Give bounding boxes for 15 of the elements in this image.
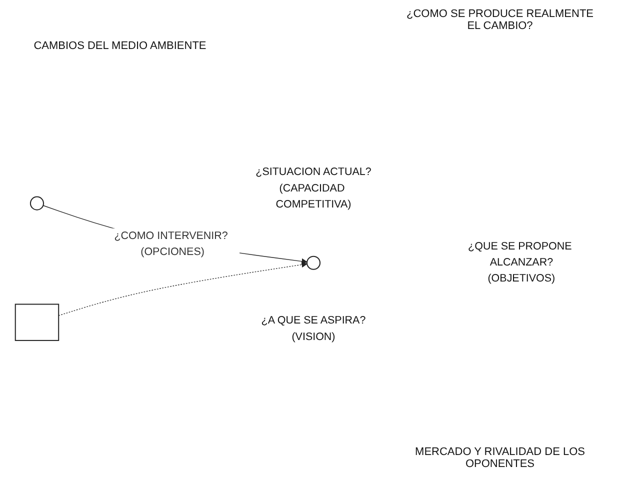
note-text: MERCADO Y RIVALIDAD DE LOS OPONENTES — [414, 446, 586, 470]
arrow — [42, 205, 308, 264]
node-label: (OBJETIVOS) — [488, 273, 556, 285]
node-label: ¿QUE SE PROPONE ALCANZAR? — [468, 240, 572, 268]
edge-label: ¿COMO INTERVENIR? (OPCIONES) — [114, 230, 228, 258]
node-circle — [306, 256, 321, 270]
arrow — [58, 262, 308, 316]
node-label: ¿A QUE SE ASPIRA? — [261, 315, 366, 327]
node-circle — [30, 196, 44, 211]
note-text: ¿COMO SE PRODUCE REALMENTE EL CAMBIO? — [405, 8, 595, 32]
node-label: (VISION) — [292, 331, 336, 343]
node-label: ¿SITUACION ACTUAL? — [256, 166, 372, 178]
node-label: (CAPACIDAD COMPETITIVA) — [276, 182, 352, 210]
note-text: CAMBIOS DEL MEDIO AMBIENTE — [32, 40, 208, 52]
node-box — [14, 304, 60, 342]
